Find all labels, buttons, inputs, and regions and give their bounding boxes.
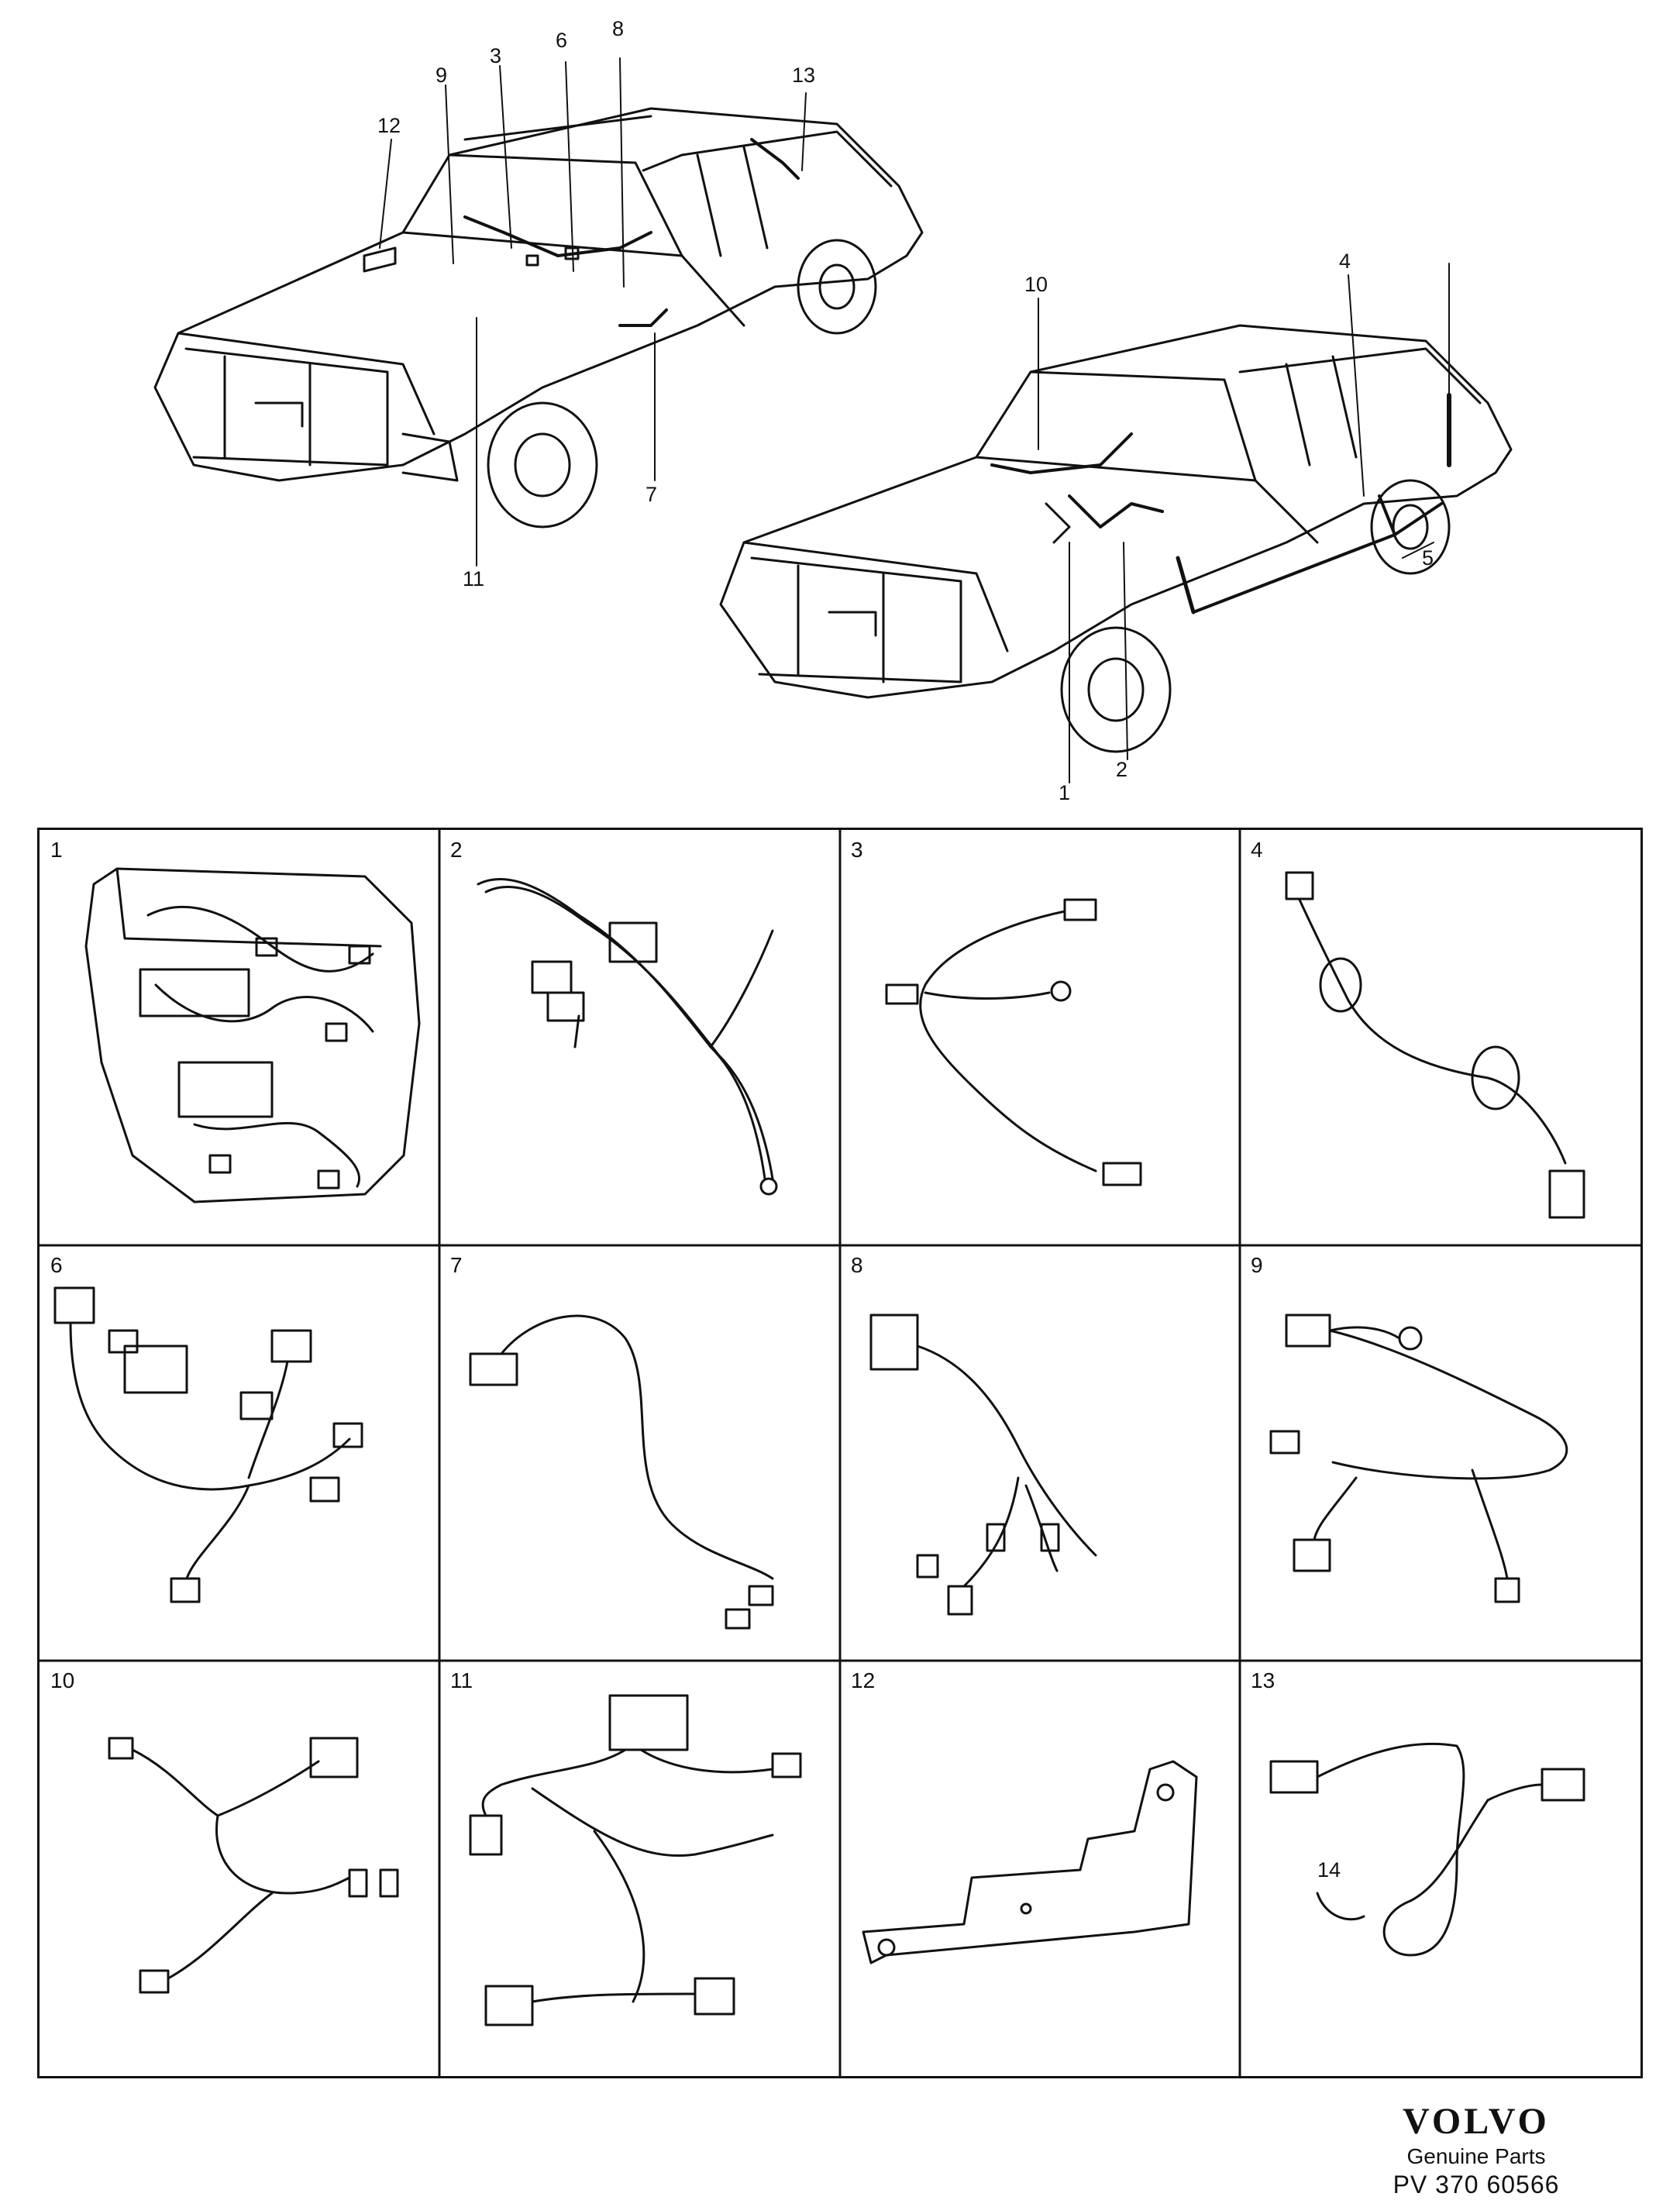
right-car-illustration xyxy=(719,324,1513,753)
left-car-illustration xyxy=(153,107,924,529)
ring-terminal-harness-icon xyxy=(1269,1314,1568,1603)
panel-number: 1 xyxy=(50,838,63,862)
callout-3: 3 xyxy=(490,44,502,67)
grommet-cable-icon xyxy=(1285,871,1585,1219)
panel-7: 7 xyxy=(439,1245,840,1661)
panel-3: 3 xyxy=(840,830,1240,1245)
plug-harness-icon xyxy=(869,1314,1097,1616)
single-cable-icon xyxy=(469,1314,774,1630)
callout-10: 10 xyxy=(1024,273,1048,296)
panel-number: 12 xyxy=(851,1668,876,1692)
panel-10: 10 xyxy=(40,1661,439,2076)
panel-13-callout-14: 14 xyxy=(1317,1858,1341,1882)
grid-lines xyxy=(40,830,1640,2076)
panel-9: 9 xyxy=(1240,1245,1640,1661)
harness-branch-icon xyxy=(477,878,778,1196)
brand-subtitle: Genuine Parts xyxy=(1406,2144,1546,2168)
panel-number: 10 xyxy=(50,1668,75,1692)
callout-12: 12 xyxy=(377,114,401,137)
panel-number: 8 xyxy=(851,1253,863,1277)
parts-grid: 1 2 3 xyxy=(37,828,1643,2078)
callout-5: 5 xyxy=(1422,546,1434,570)
callout-6: 6 xyxy=(556,29,568,52)
callout-4: 4 xyxy=(1339,250,1351,273)
panel-number: 6 xyxy=(50,1253,63,1277)
bracket-icon xyxy=(862,1760,1198,1964)
extension-cable-icon xyxy=(1269,1742,1585,1957)
overview-drawing xyxy=(153,57,1513,783)
panel-number: 13 xyxy=(1251,1668,1275,1692)
brand-block: VOLVO Genuine Parts PV 370 60566 xyxy=(1360,2100,1592,2199)
dashboard-harness-icon xyxy=(84,867,421,1203)
panel-number: 3 xyxy=(851,838,863,862)
part-reference: PV 370 60566 xyxy=(1393,2171,1560,2198)
panel-number: 4 xyxy=(1251,838,1263,862)
panel-1: 1 xyxy=(40,830,439,1245)
callout-7: 7 xyxy=(645,483,658,506)
multi-connector-harness-icon xyxy=(53,1286,363,1603)
callout-2: 2 xyxy=(1116,758,1128,781)
panel-11: 11 xyxy=(439,1661,840,2076)
panel-13: 13 14 xyxy=(1240,1661,1640,2076)
callout-8: 8 xyxy=(612,17,625,40)
harness-y-cable-icon xyxy=(885,898,1142,1186)
callout-13: 13 xyxy=(792,64,816,87)
callout-1: 1 xyxy=(1059,781,1071,804)
panel-number: 11 xyxy=(450,1668,473,1692)
panel-number: 9 xyxy=(1251,1253,1263,1277)
panel-number: 2 xyxy=(450,838,463,862)
callout-11: 11 xyxy=(463,567,485,590)
split-harness-icon xyxy=(108,1737,399,1994)
panel-8: 8 xyxy=(840,1245,1240,1661)
panel-2: 2 xyxy=(439,830,840,1245)
panel-12: 12 xyxy=(840,1661,1240,2076)
panel-4: 4 xyxy=(1240,830,1640,1245)
callout-9: 9 xyxy=(435,64,448,87)
panel-6: 6 xyxy=(40,1245,439,1661)
panel-number: 7 xyxy=(450,1253,463,1277)
large-connector-harness-icon xyxy=(469,1694,802,2026)
volvo-logo: VOLVO xyxy=(1403,2101,1550,2142)
